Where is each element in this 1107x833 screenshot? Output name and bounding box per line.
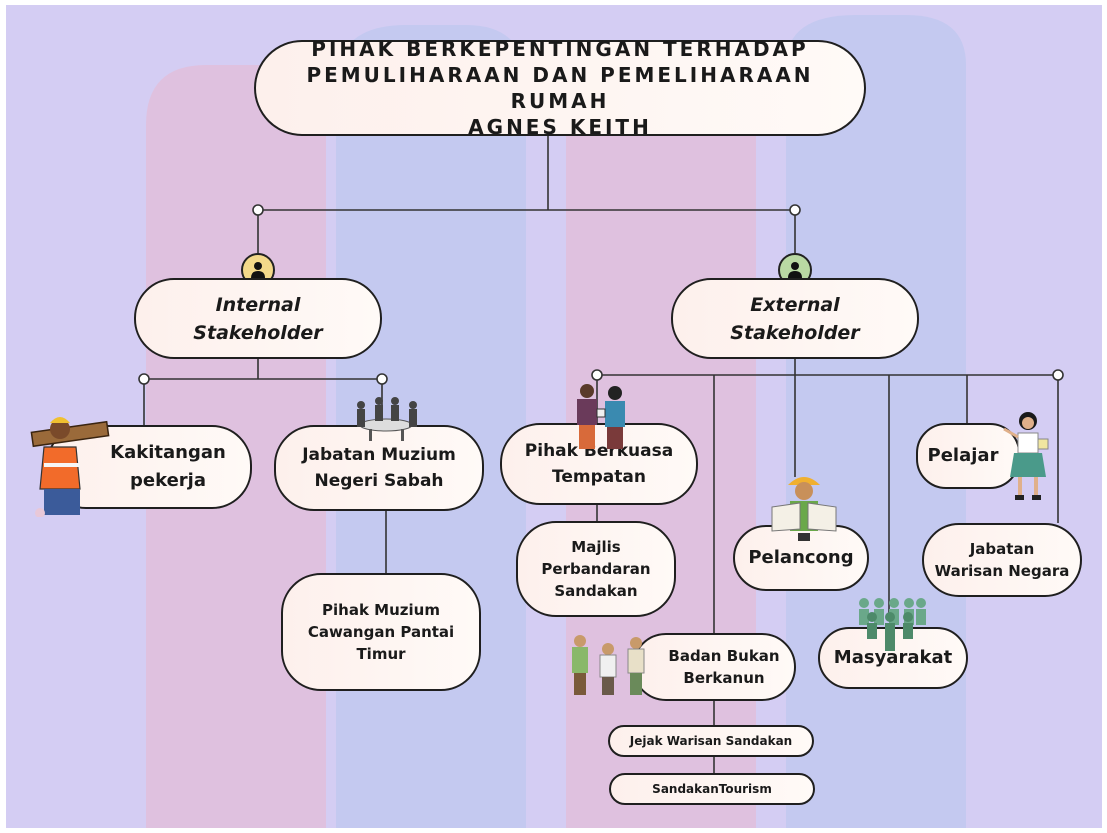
jabatan-warisan-node: Jabatan Warisan Negara [922,523,1082,597]
pelancong-label: Pelancong [748,547,854,568]
external-stakeholder-node: External Stakeholder [671,278,919,359]
pelajar-label: Pelajar [927,445,999,466]
title-line-2: PEMULIHARAAN DAN PEMELIHARAAN RUMAH [306,63,814,113]
sandakan-tourism-node: SandakanTourism [609,773,815,805]
pelajar-node: Pelajar [916,423,1020,489]
majlis-label: Majlis Perbandaran Sandakan [541,538,651,600]
internal-stakeholder-node: Internal Stakeholder [134,278,382,359]
title-node: PIHAK BERKEPENTINGAN TERHADAP PEMULIHARA… [254,37,866,139]
majlis-node: Majlis Perbandaran Sandakan [516,521,676,617]
pihak-berkuasa-node: Pihak Berkuasa Tempatan [500,423,698,505]
volunteers-illustration [572,635,645,695]
pihak-muzium-label: Pihak Muzium Cawangan Pantai Timur [307,601,455,663]
sandakan-tourism-label: SandakanTourism [652,782,772,796]
tourist-illustration [771,477,837,541]
pihak-berkuasa-label: Pihak Berkuasa Tempatan [524,441,674,487]
pihak-muzium-node: Pihak Muzium Cawangan Pantai Timur [281,573,481,691]
jabatan-warisan-label: Jabatan Warisan Negara [934,540,1070,580]
title-line-3: AGNES KEITH [468,115,652,139]
internal-stakeholder-label: Internal Stakeholder [193,293,323,344]
external-stakeholder-label: External Stakeholder [730,293,860,344]
badan-label: Badan Bukan Berkanun [668,647,780,687]
meeting-illustration [357,397,417,441]
masyarakat-label: Masyarakat [833,647,953,668]
connector-lines [138,135,1064,773]
kakitangan-label: Kakitangan pekerja [110,442,226,491]
diagram-canvas: PIHAK BERKEPENTINGAN TERHADAP PEMULIHARA… [6,5,1102,828]
handshake-illustration [577,384,625,449]
crowd-illustration [859,598,926,651]
worker-illustration [30,417,110,517]
jabatan-muzium-label: Jabatan Muzium Negeri Sabah [302,445,456,491]
student-illustration [1003,412,1049,500]
jabatan-muzium-node: Jabatan Muzium Negeri Sabah [274,425,484,511]
badan-node: Badan Bukan Berkanun [632,633,796,701]
jejak-label: Jejak Warisan Sandakan [629,734,793,748]
jejak-node: Jejak Warisan Sandakan [608,725,814,757]
title-line-1: PIHAK BERKEPENTINGAN TERHADAP [311,37,809,61]
